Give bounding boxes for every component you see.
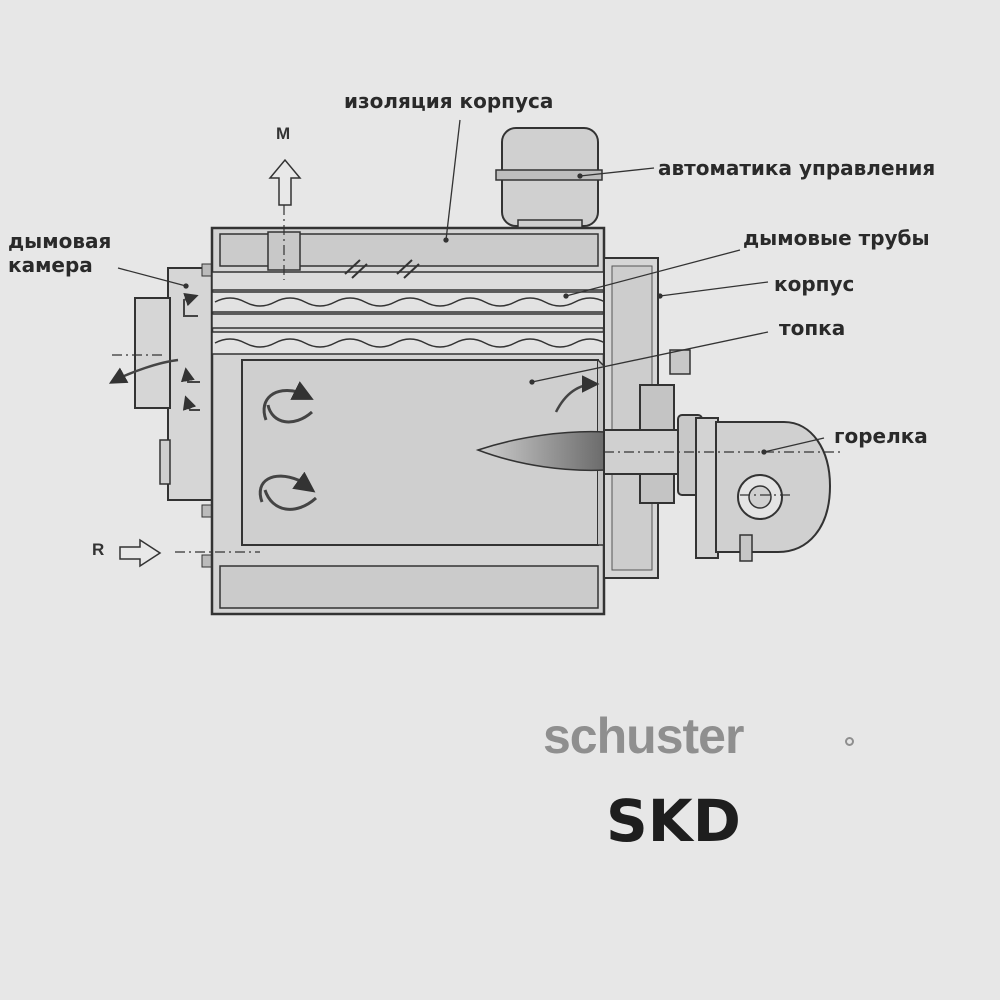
control-automation-box bbox=[495, 127, 603, 233]
leader-lines bbox=[117, 119, 825, 455]
label-smoke-chamber-1: дымовая bbox=[8, 229, 112, 253]
return-marker: R bbox=[92, 540, 105, 559]
supply-arrow bbox=[268, 158, 302, 206]
label-automation: автоматика управления bbox=[658, 156, 936, 180]
label-smoke-tubes: дымовые трубы bbox=[743, 226, 930, 250]
return-arrow bbox=[119, 538, 162, 568]
label-insulation: изоляция корпуса bbox=[344, 89, 554, 113]
model-name: SKD bbox=[606, 787, 741, 855]
smoke-tubes bbox=[211, 259, 606, 355]
front-door bbox=[603, 257, 691, 579]
label-furnace: топка bbox=[779, 316, 846, 340]
burner bbox=[603, 414, 832, 562]
center-lines bbox=[112, 205, 840, 553]
label-smoke-chamber-2: камера bbox=[8, 253, 93, 277]
label-housing: корпус bbox=[774, 272, 855, 296]
supply-marker: M bbox=[276, 124, 291, 143]
brand-logo: schuster bbox=[543, 708, 744, 764]
smoke-chamber bbox=[134, 263, 221, 568]
label-burner: горелка bbox=[834, 424, 928, 448]
flue-gas-arrows bbox=[108, 292, 200, 411]
registered-mark-icon bbox=[845, 737, 854, 746]
